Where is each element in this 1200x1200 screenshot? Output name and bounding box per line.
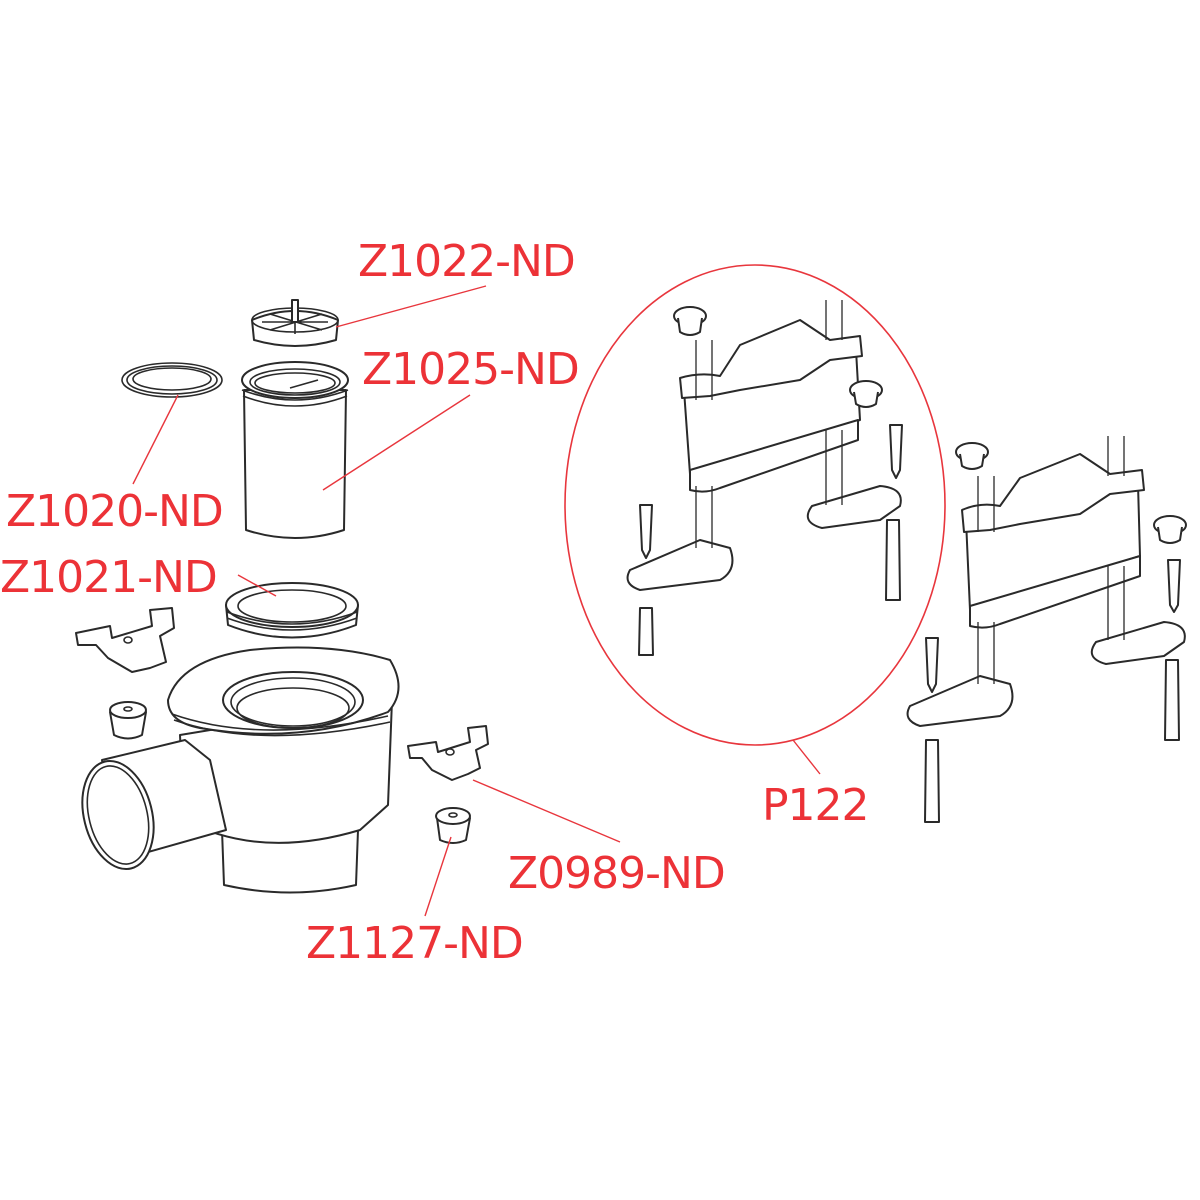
leader-z1127 <box>424 836 452 917</box>
support-leg-assembly-circled <box>626 300 903 656</box>
leader-lines <box>132 285 821 917</box>
label-z1127: Z1127-ND <box>306 918 524 969</box>
mounting-clip-right <box>407 725 489 781</box>
leader-z1022 <box>335 285 487 328</box>
label-z1020: Z1020-ND <box>6 486 224 537</box>
leader-z1021 <box>237 574 277 597</box>
p122-highlight-circle <box>564 264 946 746</box>
leader-z0989 <box>472 779 621 843</box>
leader-p122 <box>792 739 821 775</box>
leader-z1025 <box>322 394 471 491</box>
strainer-cap-part <box>251 299 339 347</box>
nut-insert-right <box>435 807 471 844</box>
mounting-clip-left <box>75 607 175 673</box>
sealing-ring-part <box>121 362 223 398</box>
label-z1025: Z1025-ND <box>362 344 580 395</box>
label-z0989: Z0989-ND <box>508 848 726 899</box>
label-z1022: Z1022-ND <box>358 236 576 287</box>
nut-insert-left <box>109 701 147 740</box>
threaded-ring-part <box>225 582 359 639</box>
support-leg-assembly <box>906 436 1187 823</box>
sleeve-tube-part <box>241 361 349 539</box>
label-z1021: Z1021-ND <box>0 552 218 603</box>
drain-body-part <box>81 646 400 894</box>
leader-z1020 <box>132 394 179 485</box>
label-p122: P122 <box>762 780 870 831</box>
